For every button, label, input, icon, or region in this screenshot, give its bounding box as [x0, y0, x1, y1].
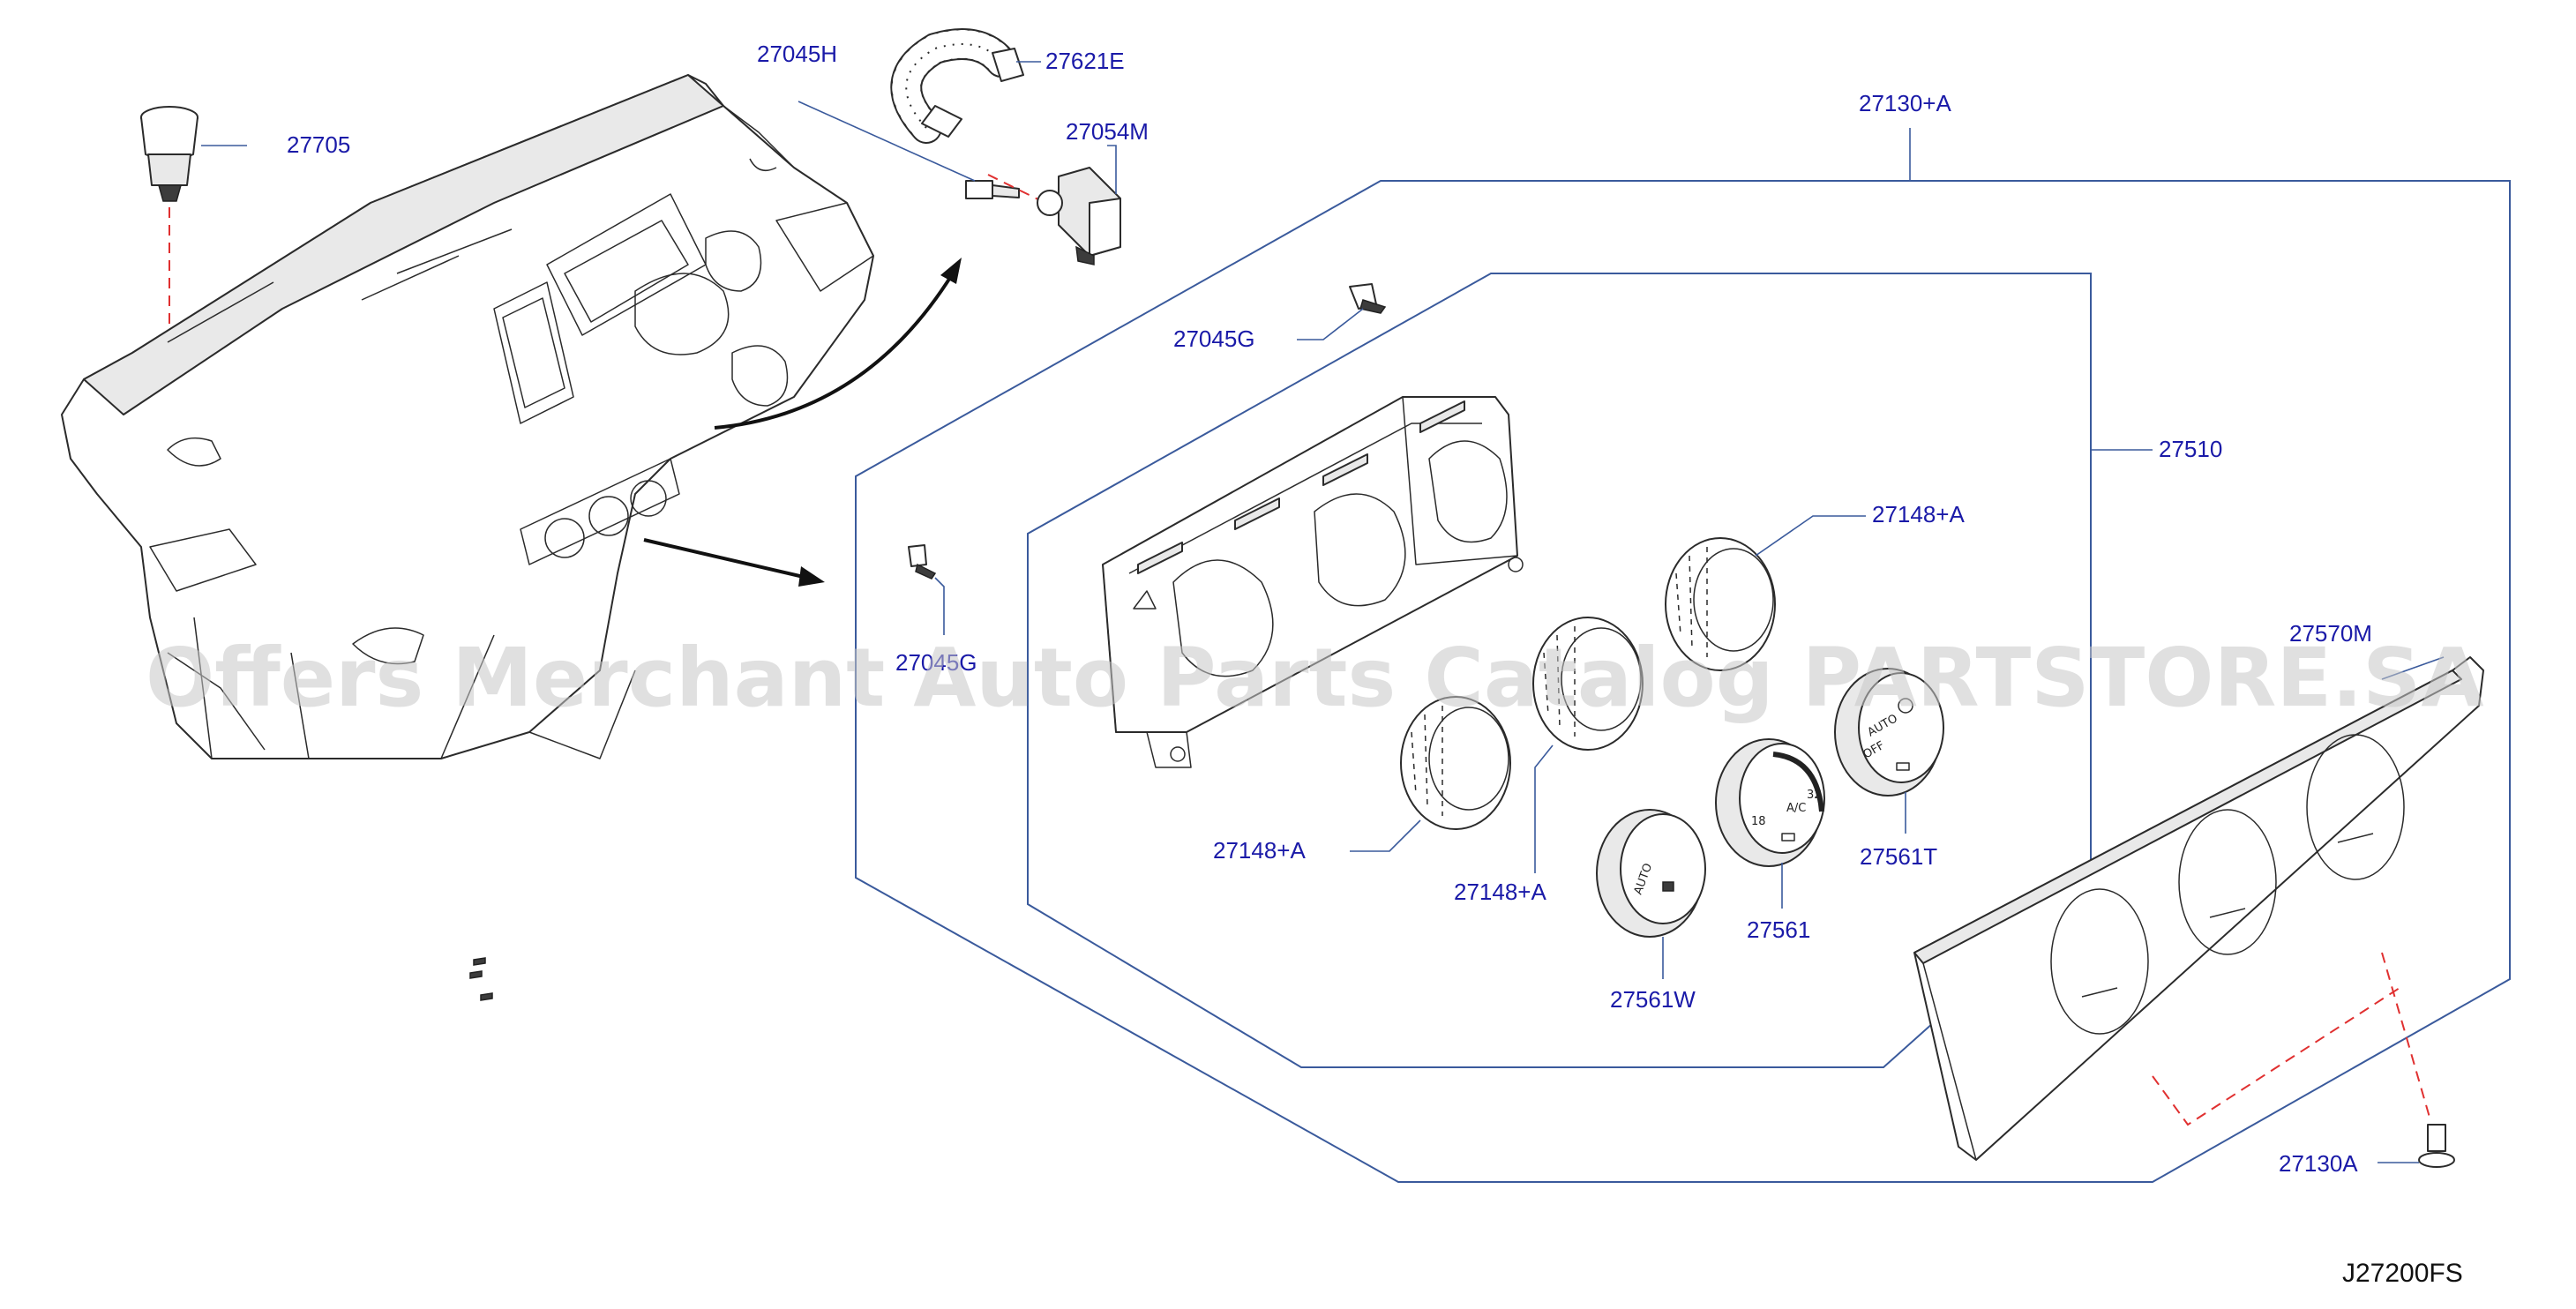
- part-27045H-bolt: [798, 101, 1064, 213]
- label-27621E: 27621E: [1045, 48, 1125, 74]
- group-frame-27510: [1027, 273, 2153, 1068]
- knob-27561T: AUTO OFF: [1834, 668, 1944, 834]
- vent-ring-left: [1350, 696, 1511, 852]
- label-27561T: 27561T: [1860, 843, 1937, 870]
- small-marks: [469, 957, 493, 1001]
- fan-icon: [1898, 698, 1913, 714]
- vent-ring-right: [1665, 515, 1866, 671]
- label-27045G-left: 27045G: [895, 649, 977, 676]
- label-27130A: 27130A: [2279, 1150, 2358, 1177]
- knob-indicator: [1896, 762, 1910, 771]
- label-27148A-mid: 27148+A: [1454, 879, 1546, 905]
- diagram-code: J27200FS: [2342, 1259, 2463, 1288]
- finisher-panel-27570M: [1913, 656, 2484, 1161]
- label-27570M: 27570M: [2289, 620, 2372, 647]
- callout-arrows: [643, 258, 962, 587]
- label-27148A-left: 27148+A: [1213, 837, 1306, 864]
- label-27705: 27705: [287, 131, 350, 158]
- label-27561: 27561: [1747, 916, 1810, 943]
- part-27054M-sensor: [1037, 145, 1121, 266]
- label-27148A-right: 27148+A: [1872, 501, 1965, 527]
- vent-ring-mid: [1532, 617, 1644, 873]
- knob-temp-low: 18: [1751, 815, 1766, 828]
- dashboard-illustration: [61, 74, 874, 759]
- label-27130A-group: 27130+A: [1859, 90, 1951, 116]
- knob-27561: A/C 18 32: [1715, 738, 1825, 909]
- arrow-head-up: [940, 258, 962, 284]
- knob-temp-high: 32: [1807, 789, 1822, 802]
- label-27054M: 27054M: [1066, 118, 1149, 145]
- part-27045G-clip-top: [1297, 283, 1387, 340]
- label-27510: 27510: [2159, 436, 2222, 462]
- screw-27130A: [2378, 1124, 2455, 1168]
- group-frame-27130A: [855, 128, 2511, 1183]
- watermark-text: Offers Merchant Auto Parts Catalog PARTS…: [146, 631, 2484, 725]
- arrow-head-right: [798, 566, 825, 587]
- part-27045G-clip-left: [908, 544, 945, 635]
- heater-control-housing: [1102, 396, 1524, 768]
- knob-27561W: AUTO: [1596, 809, 1706, 979]
- label-27561W: 27561W: [1610, 986, 1696, 1013]
- label-27045G-top: 27045G: [1173, 325, 1255, 352]
- knob-ac-text: A/C: [1786, 802, 1806, 815]
- knob-indicator: [1781, 833, 1795, 842]
- part-27705-clip: [140, 106, 247, 331]
- knob-indicator: [1662, 881, 1674, 892]
- label-27045H: 27045H: [757, 41, 837, 67]
- part-27621E-hose: [890, 28, 1041, 144]
